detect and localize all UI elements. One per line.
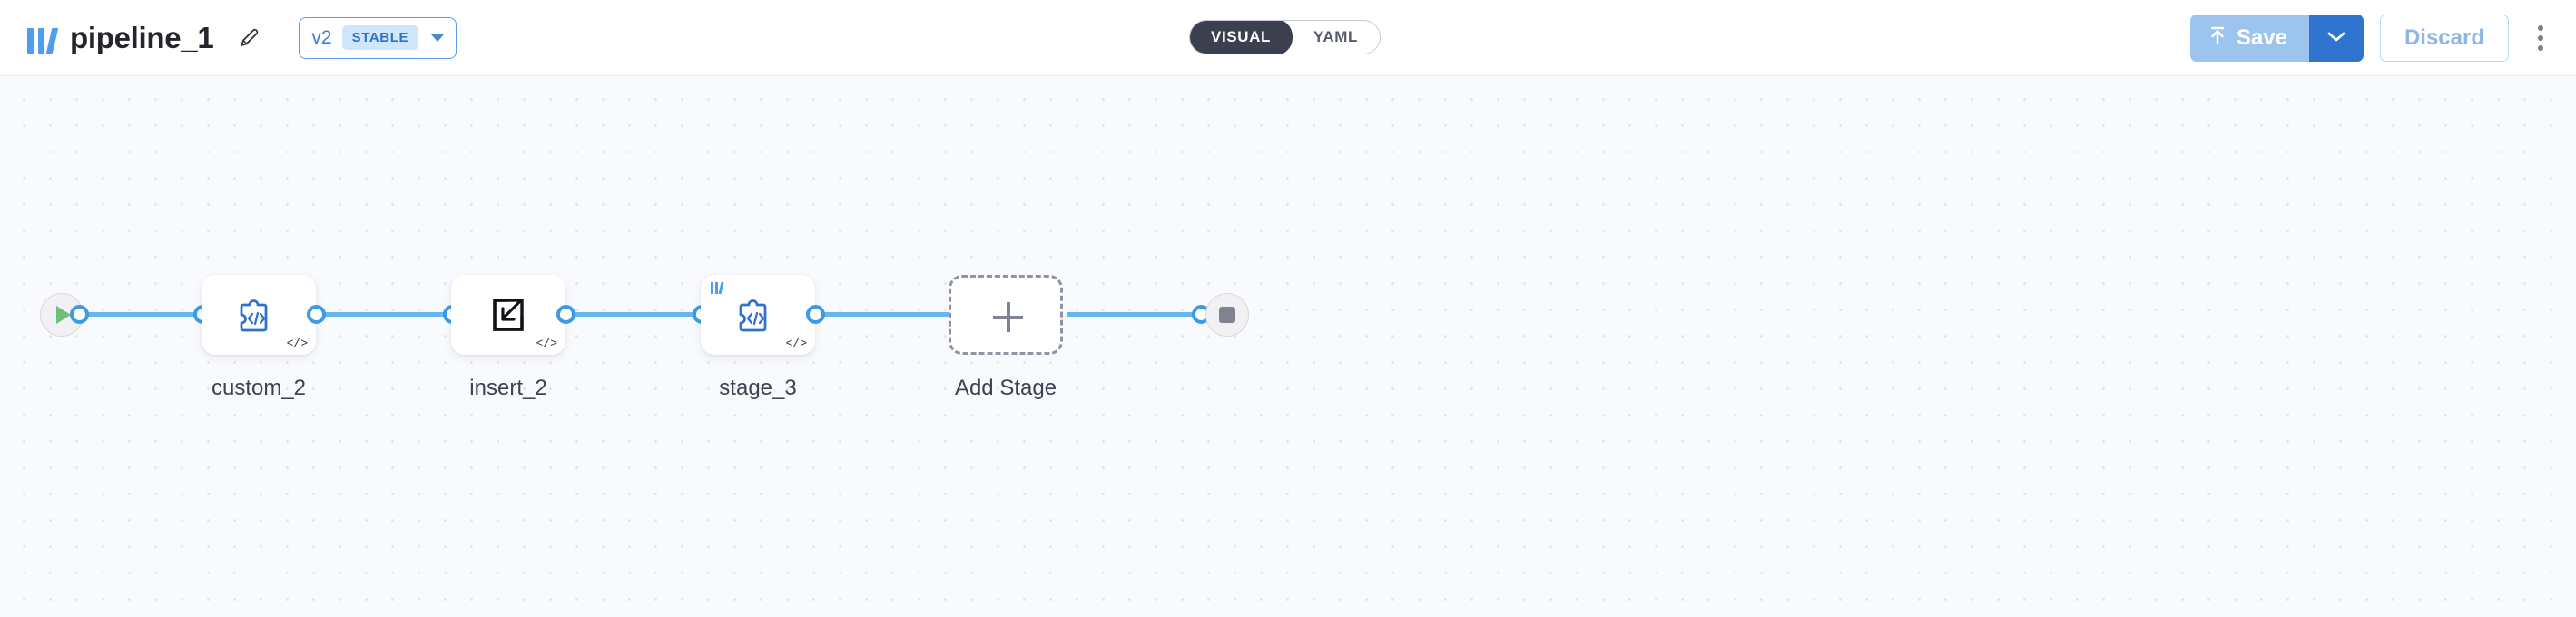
end-node[interactable]	[1205, 293, 1249, 337]
upload-arrow-icon	[2208, 24, 2227, 53]
kebab-menu-icon[interactable]	[2525, 15, 2556, 62]
port-insert2-out[interactable]	[556, 305, 575, 324]
edge-addstage-to-end	[1067, 312, 1212, 317]
edge-custom2-to-insert2	[313, 312, 454, 317]
page-title: pipeline_1	[70, 20, 214, 54]
stage-node-insert2[interactable]: </>	[451, 275, 565, 355]
add-stage-button[interactable]	[949, 275, 1063, 355]
stage-label-insert2: insert_2	[469, 376, 547, 400]
code-badge-icon: </>	[286, 337, 308, 350]
tab-visual[interactable]: VISUAL	[1189, 21, 1293, 54]
stop-icon	[1219, 307, 1235, 323]
insert-arrow-icon	[451, 275, 565, 355]
chevron-down-icon	[2325, 29, 2347, 48]
pipeline-logo-icon	[27, 23, 59, 54]
save-button-group: Save	[2189, 15, 2364, 62]
save-options-dropdown[interactable]	[2308, 15, 2364, 62]
stage-node-stage3[interactable]: </>	[701, 275, 815, 355]
pencil-edit-icon[interactable]	[233, 23, 264, 54]
code-badge-icon: </>	[536, 337, 557, 350]
edge-start-to-custom2	[65, 312, 206, 317]
puzzle-code-icon	[701, 275, 815, 355]
edge-stage3-to-addstage	[812, 312, 953, 317]
pipeline-canvas[interactable]: </> custom_2 </> insert_2	[0, 76, 2576, 617]
header-actions: Save Discard	[2189, 0, 2556, 76]
port-stage3-out[interactable]	[806, 305, 825, 324]
version-number: v2	[311, 26, 332, 48]
puzzle-code-icon	[202, 275, 316, 355]
stage-label-stage3: stage_3	[719, 376, 797, 400]
port-custom2-out[interactable]	[307, 305, 326, 324]
add-stage-label: Add Stage	[954, 376, 1057, 400]
stage-node-custom2[interactable]: </>	[202, 275, 316, 355]
view-mode-toggle[interactable]: VISUAL YAML	[1189, 20, 1381, 54]
header-left-group: pipeline_1 v2 STABLE	[0, 16, 457, 59]
version-selector[interactable]: v2 STABLE	[299, 16, 457, 59]
port-start-out[interactable]	[70, 305, 89, 324]
save-button[interactable]: Save	[2189, 15, 2309, 62]
code-badge-icon: </>	[785, 337, 807, 350]
app-header: pipeline_1 v2 STABLE VISUAL YAML	[0, 0, 2576, 76]
save-button-label: Save	[2236, 25, 2287, 50]
chevron-down-icon	[431, 34, 445, 42]
play-icon	[56, 306, 71, 324]
pipeline-logo-icon	[711, 281, 724, 294]
stage-label-custom2: custom_2	[211, 376, 307, 400]
edge-insert2-to-stage3	[563, 312, 703, 317]
version-status-badge: STABLE	[341, 25, 419, 50]
tab-yaml[interactable]: YAML	[1313, 28, 1358, 45]
discard-button[interactable]: Discard	[2379, 15, 2509, 62]
